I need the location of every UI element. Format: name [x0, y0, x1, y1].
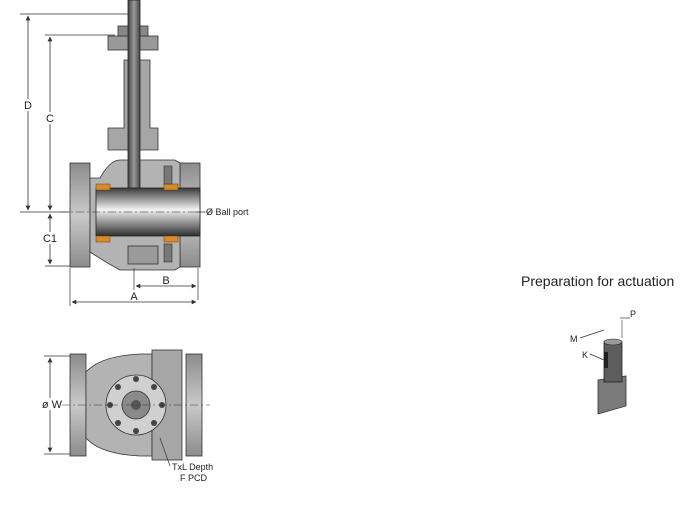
front-section-view: D C C1 — [20, 0, 249, 306]
label-f-pcd: F PCD — [180, 473, 208, 483]
label-txl-depth: TxL Depth — [172, 462, 213, 472]
seat-lower-left — [95, 235, 111, 243]
label-K: K — [582, 350, 588, 360]
stem — [127, 0, 141, 191]
dimension-W: ø W — [38, 355, 78, 455]
left-flange — [69, 162, 91, 268]
dimension-C1: C1 — [40, 213, 80, 267]
bolt — [163, 243, 173, 263]
trunnion — [127, 245, 159, 265]
label-P: P — [630, 309, 636, 319]
txl-callout: TxL Depth F PCD — [159, 437, 213, 483]
dimension-C: C — [45, 34, 115, 211]
ball-port-callout: Ø Ball port — [196, 207, 249, 217]
stem-center — [131, 400, 141, 410]
label-C: C — [46, 113, 54, 125]
label-W: ø W — [42, 399, 63, 411]
label-B: B — [162, 275, 169, 287]
dimension-A: A — [69, 268, 197, 306]
top-view: ø W TxL Depth F PCD — [38, 349, 213, 483]
prep-title: Preparation for actuation — [521, 273, 674, 289]
label-C1: C1 — [43, 233, 57, 245]
bolt — [163, 165, 173, 185]
flange-bolt-holes — [107, 376, 165, 434]
seat-upper-right — [163, 183, 179, 191]
seat-lower-right — [163, 235, 179, 243]
label-A: A — [130, 291, 138, 303]
label-D: D — [24, 100, 32, 112]
dimension-D: D — [20, 13, 130, 213]
actuation-prep: Preparation for actuation P M K — [521, 273, 674, 415]
key-slot — [604, 352, 608, 368]
label-M: M — [570, 334, 578, 344]
shaft-top — [603, 338, 623, 346]
label-ball-port: Ø Ball port — [206, 207, 249, 217]
dimension-B: B — [133, 268, 199, 300]
seat-upper-left — [95, 183, 111, 191]
